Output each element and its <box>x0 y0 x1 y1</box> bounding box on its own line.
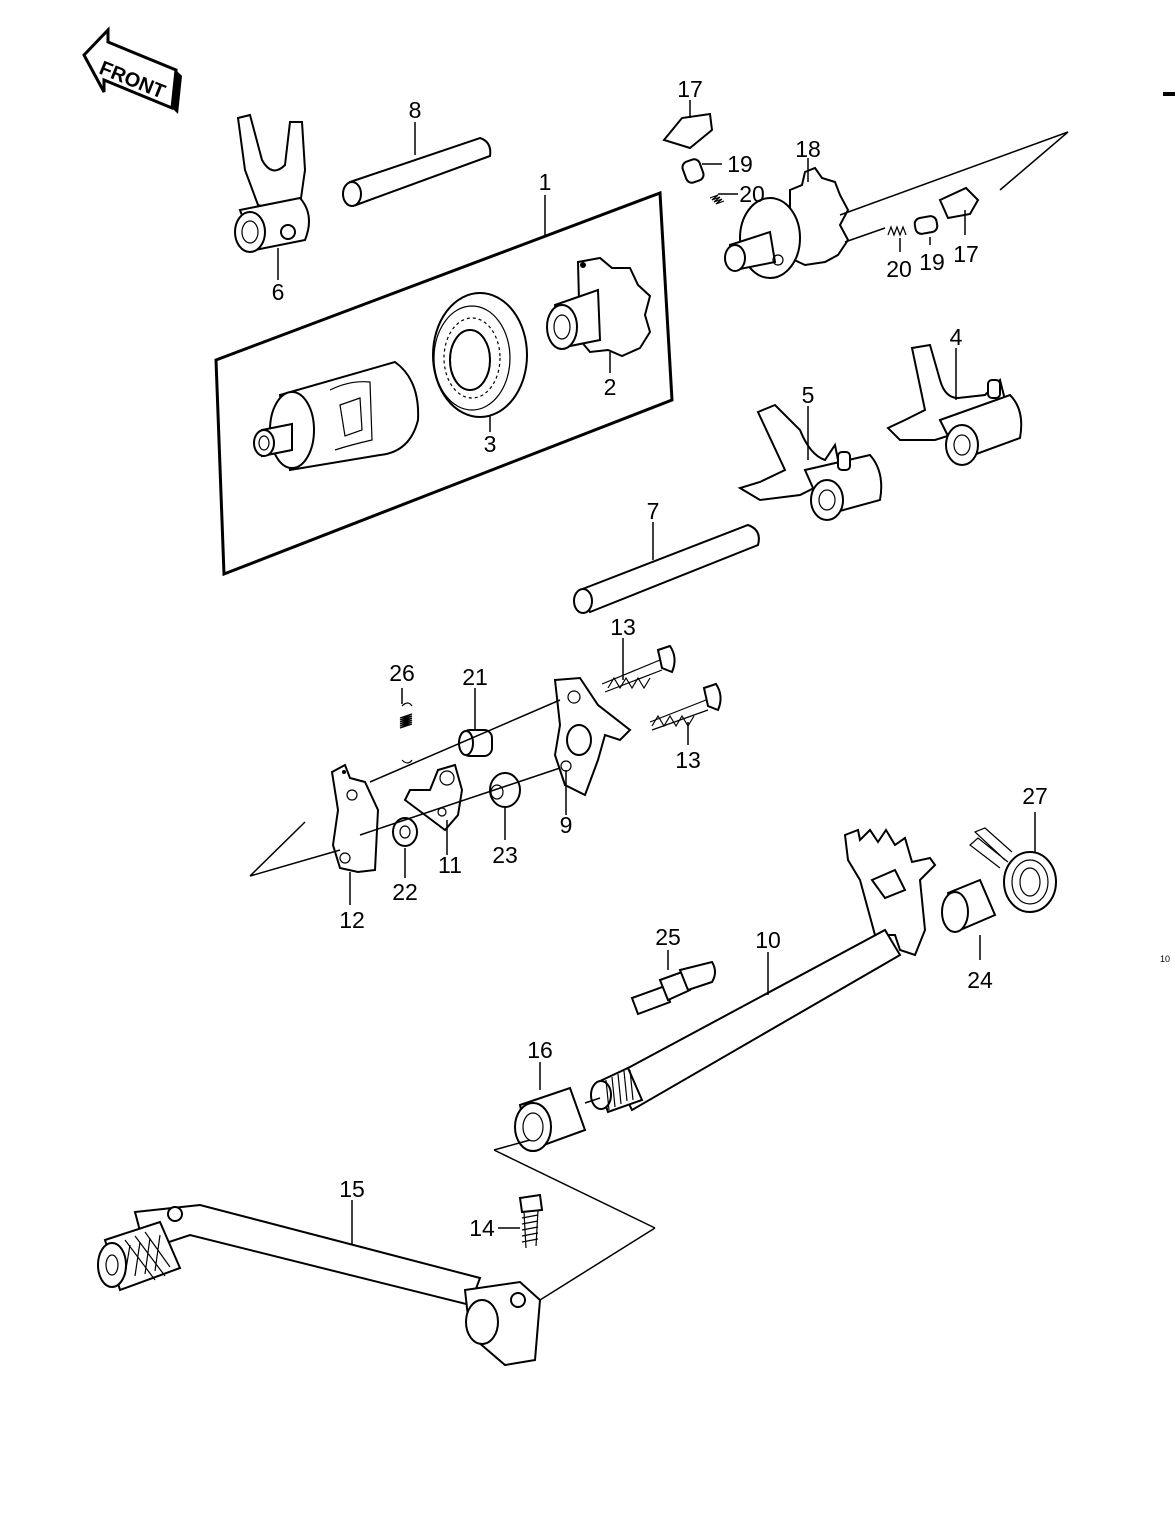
callout-15: 15 <box>339 1176 365 1202</box>
assembly-1-frame <box>214 190 674 577</box>
front-arrow: FRONT <box>82 26 182 114</box>
callout-20a: 20 <box>739 181 765 207</box>
fork-shaft-7 <box>573 523 760 614</box>
callout-16: 16 <box>527 1037 553 1063</box>
callout-24: 24 <box>967 967 993 993</box>
shift-pedal-15 <box>97 1203 542 1367</box>
callout-17b: 17 <box>953 241 979 267</box>
bolt-14 <box>518 1193 544 1249</box>
callout-25: 25 <box>655 924 681 950</box>
stud-25 <box>630 960 716 1016</box>
callout-20b: 20 <box>886 256 912 282</box>
callout-5: 5 <box>802 382 815 408</box>
callout-6: 6 <box>272 279 285 305</box>
pin-plate <box>546 256 652 358</box>
shift-fork-4 <box>886 343 1023 466</box>
leader-lines <box>249 100 1069 1301</box>
shift-drum-gear <box>724 166 850 279</box>
callout-1: 1 <box>539 169 552 195</box>
gear-shift-shaft <box>590 828 937 1114</box>
detent-pins <box>662 112 980 237</box>
callout-19a: 19 <box>727 151 753 177</box>
shift-fork-5 <box>737 403 883 521</box>
callout-3: 3 <box>484 431 497 457</box>
callout-13a: 13 <box>610 614 636 640</box>
shift-drum <box>253 360 420 472</box>
callout-26: 26 <box>389 660 415 686</box>
bush-24 <box>941 878 997 933</box>
callout-9: 9 <box>560 812 573 838</box>
corner-dash <box>1163 92 1175 96</box>
callout-17a: 17 <box>677 76 703 102</box>
callout-27: 27 <box>1022 783 1048 809</box>
shift-fork-6 <box>234 113 310 253</box>
fork-shaft-8 <box>342 136 492 207</box>
callout-14: 14 <box>469 1215 495 1241</box>
callout-8: 8 <box>409 97 422 123</box>
callout-2: 2 <box>604 374 617 400</box>
bush-16 <box>514 1086 587 1152</box>
callout-19b: 19 <box>919 249 945 275</box>
callout-13b: 13 <box>675 747 701 773</box>
shift-linkage <box>330 644 722 874</box>
callout-10: 10 <box>755 927 781 953</box>
callout-23: 23 <box>492 842 518 868</box>
bearing <box>432 292 528 418</box>
corner-code: 10 <box>1160 954 1170 964</box>
callout-18: 18 <box>795 136 821 162</box>
callout-11: 11 <box>438 852 462 878</box>
callout-4: 4 <box>950 324 963 350</box>
callout-22: 22 <box>392 879 418 905</box>
callout-21: 21 <box>462 664 488 690</box>
return-spring-27 <box>969 827 1057 913</box>
callout-12: 12 <box>339 907 365 933</box>
callout-labels: 1 2 3 4 5 6 7 8 9 10 11 12 13 13 14 15 1… <box>272 76 1048 1241</box>
callout-7: 7 <box>647 498 660 524</box>
